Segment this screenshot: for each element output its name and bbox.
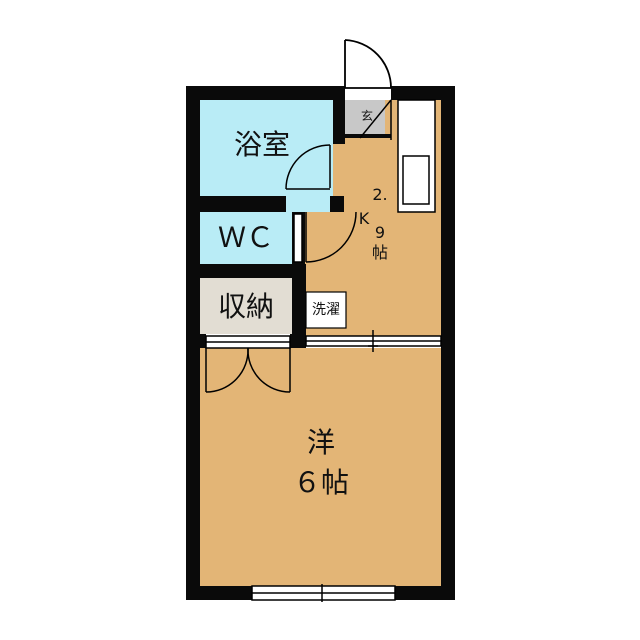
- entrance-step: [359, 99, 392, 140]
- toilet-door: [305, 211, 357, 263]
- kitchen-label-k: K: [359, 209, 370, 228]
- kitchen-counter: [397, 99, 436, 213]
- toilet-floor: [200, 212, 292, 264]
- laundry-label: 洗濯: [312, 302, 340, 318]
- outer-wall-top-right: [391, 86, 455, 100]
- bathroom-label: 浴室: [234, 128, 290, 161]
- front-door: [344, 39, 392, 100]
- sliding-partition: [305, 330, 442, 352]
- window-bottom: [251, 584, 396, 602]
- wall-storage-right: [292, 278, 306, 334]
- entrance-label: 玄: [361, 108, 373, 123]
- storage-label: 収納: [218, 290, 274, 323]
- laundry-area: [305, 291, 347, 329]
- outer-wall-bottom-right: [395, 586, 455, 600]
- wall-storage-bottom: [186, 334, 206, 348]
- storage-floor: [200, 278, 292, 334]
- wall-entrance-bottom: [341, 134, 391, 138]
- western-room-size-label: ６帖: [293, 466, 349, 499]
- bathroom-door: [285, 144, 331, 212]
- outer-wall-bottom-left: [186, 586, 252, 600]
- bathroom-floor: [200, 100, 333, 196]
- closet-doors: [205, 335, 291, 393]
- wall-kitchen-room-stub: [290, 334, 306, 348]
- kitchen-label-size: 2.: [372, 185, 387, 204]
- window-toilet: [293, 213, 303, 263]
- wall-entrance-left: [341, 100, 345, 138]
- kitchen-label-size2: 9: [375, 223, 385, 242]
- windows: [251, 213, 396, 602]
- wall-toilet-storage: [186, 264, 306, 278]
- kitchen-label-unit: 帖: [372, 243, 388, 262]
- labels: 浴室 ＷＣ 収納 玄 洗濯 2. K 9 帖 洋 ６帖: [218, 108, 388, 499]
- western-room-label: 洋: [307, 426, 335, 459]
- outer-wall-right: [441, 86, 455, 600]
- outer-wall-top-left: [186, 86, 345, 100]
- toilet-label: ＷＣ: [218, 221, 274, 254]
- western-room-floor: [200, 348, 441, 586]
